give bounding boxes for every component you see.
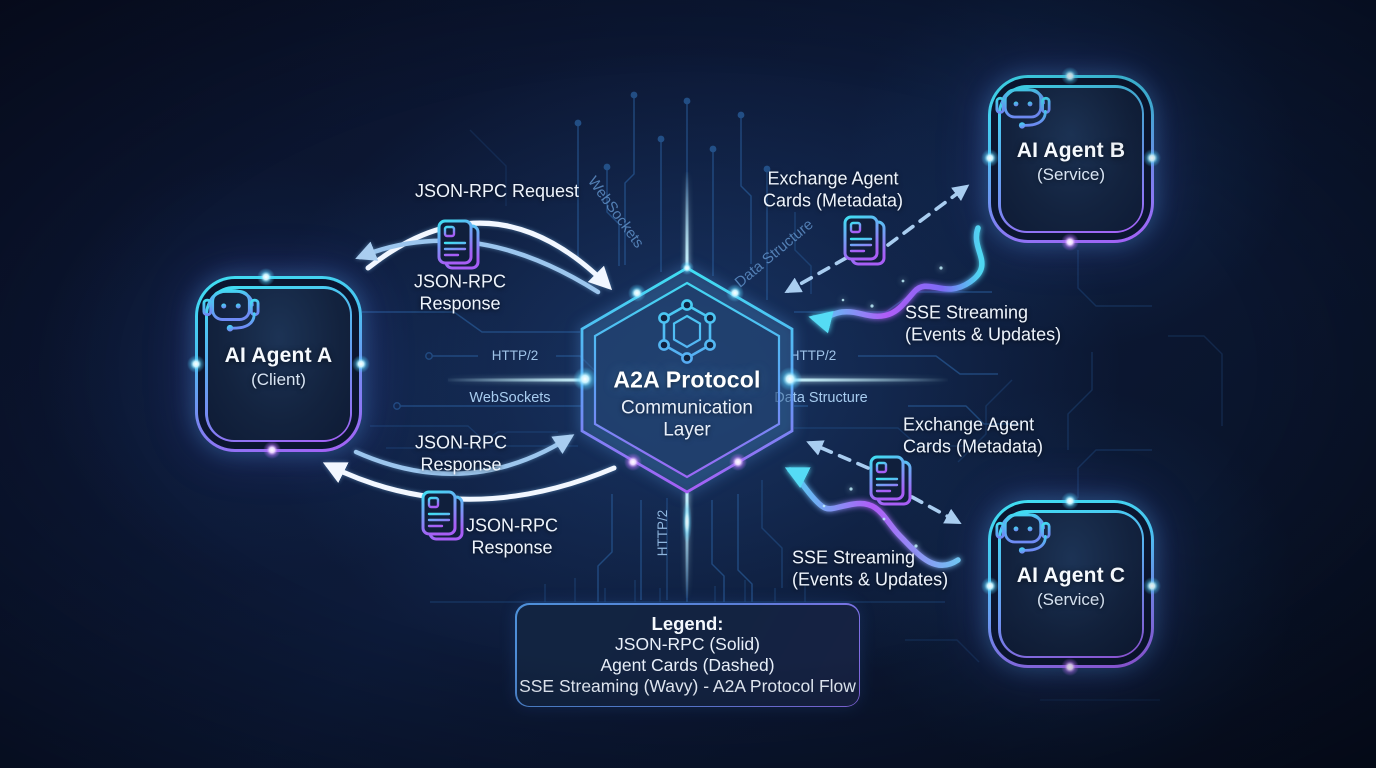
agent-a-node: AI Agent A (Client) — [195, 276, 362, 452]
robot-headset-icon — [202, 289, 260, 332]
json-rpc-response-label-bottom: JSON-RPC Response — [465, 515, 558, 557]
agent-b-role: (Service) — [1036, 165, 1105, 184]
agent-b-node: AI Agent B (Service) — [988, 75, 1154, 243]
agent-a-role: (Client) — [251, 370, 306, 389]
legend-box: Legend: JSON-RPC (Solid) Agent Cards (Da… — [515, 603, 860, 707]
agent-c-node: AI Agent C (Service) — [988, 500, 1154, 668]
legend-line-agent-cards: Agent Cards (Dashed) — [600, 655, 775, 675]
agent-b-border-gap: AI Agent B (Service) — [991, 78, 1151, 240]
http2-left-label: HTTP/2 — [492, 348, 539, 363]
legend-title: Legend: — [651, 613, 724, 634]
sse-streaming-label-bottom: SSE Streaming (Events & Updates) — [792, 547, 949, 589]
json-rpc-response-label-top: JSON-RPC Response — [413, 271, 506, 313]
circuit-labels-group: HTTP/2 HTTP/2 WebSockets Data Structure … — [469, 173, 867, 556]
legend-line-json-rpc: JSON-RPC (Solid) — [615, 634, 760, 654]
hub-subtitle: Communication Layer — [621, 397, 753, 441]
agent-c-border-gap: AI Agent C (Service) — [991, 503, 1151, 665]
agent-a-border-gap: AI Agent A (Client) — [198, 279, 359, 449]
legend-line-sse-streaming: SSE Streaming (Wavy) - A2A Protocol Flow — [519, 676, 856, 696]
hub-title: A2A Protocol — [613, 366, 761, 393]
robot-headset-icon — [995, 87, 1051, 129]
json-rpc-response-label-mid: JSON-RPC Response — [414, 432, 507, 474]
agent-c-title: AI Agent C — [1016, 564, 1126, 587]
data-structure-diagonal-label: Data Structure — [732, 216, 817, 291]
agent-b-title: AI Agent B — [1016, 139, 1126, 162]
websockets-diagonal-label: WebSockets — [584, 173, 647, 251]
json-rpc-request-label: JSON-RPC Request — [414, 181, 580, 202]
agent-a-title: AI Agent A — [224, 344, 333, 367]
sse-streaming-label-top: SSE Streaming (Events & Updates) — [905, 302, 1062, 344]
robot-headset-icon — [995, 512, 1051, 554]
exchange-agent-cards-label-top: Exchange Agent Cards (Metadata) — [762, 168, 904, 210]
websockets-left-label: WebSockets — [469, 390, 550, 406]
http2-vertical-label: HTTP/2 — [655, 510, 670, 557]
http2-right-label: HTTP/2 — [790, 348, 837, 363]
exchange-agent-cards-label-bottom: Exchange Agent Cards (Metadata) — [903, 414, 1044, 456]
data-structure-right-label: Data Structure — [774, 390, 868, 406]
hub-text-block: A2A Protocol Communication Layer — [602, 366, 772, 441]
agent-c-role: (Service) — [1036, 590, 1105, 609]
